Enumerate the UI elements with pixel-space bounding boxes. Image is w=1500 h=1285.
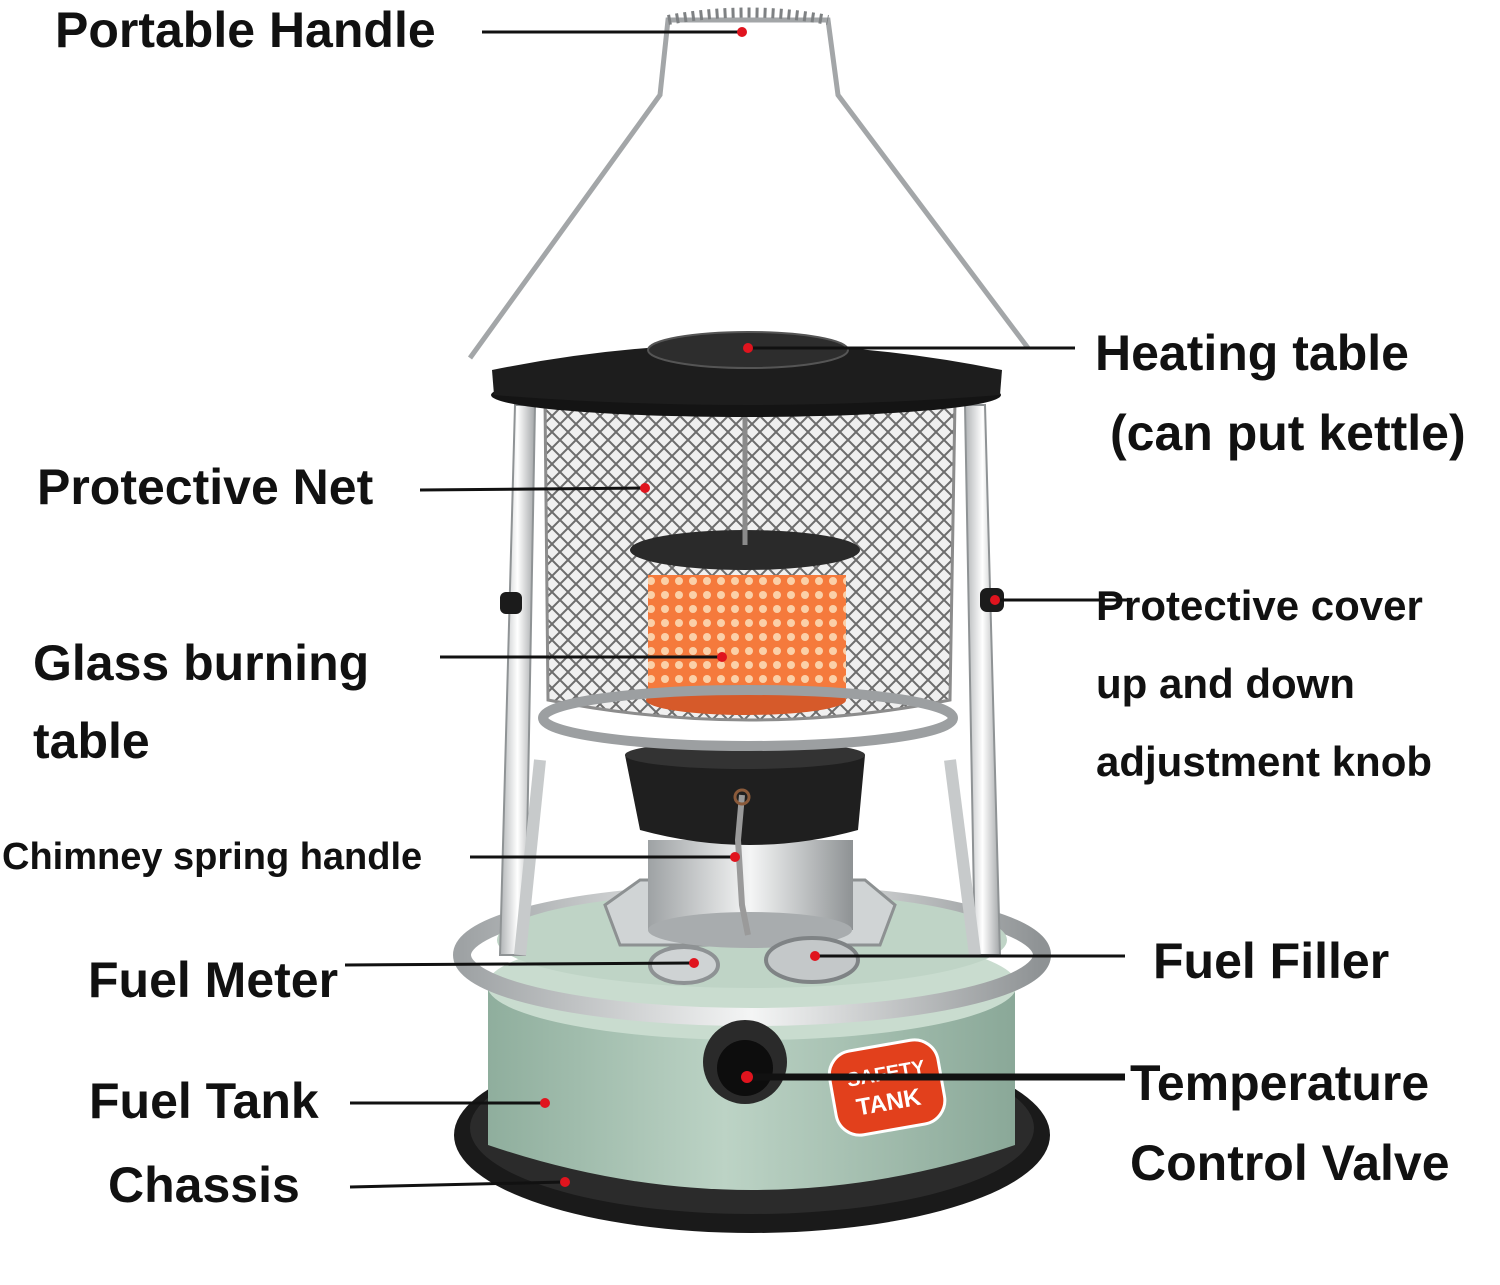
label-protective-cover-line3: adjustment knob — [1096, 738, 1433, 785]
label-fuel-filler: Fuel Filler — [1153, 933, 1390, 989]
label-protective-net: Protective Net — [37, 459, 374, 515]
left-knob — [500, 592, 522, 614]
label-chassis: Chassis — [108, 1157, 300, 1213]
fuel-meter-dial — [648, 945, 720, 985]
markers — [540, 27, 1000, 1187]
portable-handle-wire — [467, 17, 1030, 360]
marker-glass-burning — [717, 652, 727, 662]
label-glass-burning-line2: table — [33, 713, 150, 769]
marker-temperature — [741, 1071, 753, 1083]
leader-chassis — [349, 1180, 566, 1189]
marker-fuel-tank — [540, 1098, 550, 1108]
label-chimney-spring-handle: Chimney spring handle — [2, 836, 423, 878]
marker-heating-table — [743, 343, 753, 353]
marker-chassis — [560, 1177, 570, 1187]
leader-lines — [344, 30, 1130, 1189]
chimney-upper — [625, 755, 865, 845]
glass-burning-cylinder — [648, 575, 846, 700]
grate-ring — [538, 685, 958, 751]
label-fuel-meter: Fuel Meter — [88, 952, 339, 1008]
leader-protective-net — [419, 486, 646, 492]
label-protective-cover-line2: up and down — [1096, 660, 1355, 707]
label-fuel-tank: Fuel Tank — [89, 1073, 319, 1129]
leader-fuel-meter — [344, 961, 695, 967]
label-temperature-line2: Control Valve — [1130, 1135, 1450, 1191]
label-heating-table-line2: (can put kettle) — [1110, 405, 1466, 461]
heating-table-top — [492, 344, 1002, 405]
label-heating-table-line1: Heating table — [1095, 325, 1409, 381]
label-portable-handle: Portable Handle — [55, 2, 436, 58]
label-glass-burning-line1: Glass burning — [33, 635, 370, 691]
marker-chimney — [730, 852, 740, 862]
label-protective-cover-line1: Protective cover — [1096, 582, 1423, 629]
marker-fuel-meter — [689, 958, 699, 968]
marker-protective-net — [640, 483, 650, 493]
marker-fuel-filler — [810, 951, 820, 961]
label-temperature-line1: Temperature — [1130, 1055, 1430, 1111]
marker-protective-cover — [990, 595, 1000, 605]
safety-tank-badge — [827, 1038, 947, 1137]
marker-portable-handle — [737, 27, 747, 37]
chimney-spring-handle-shape — [734, 794, 751, 936]
